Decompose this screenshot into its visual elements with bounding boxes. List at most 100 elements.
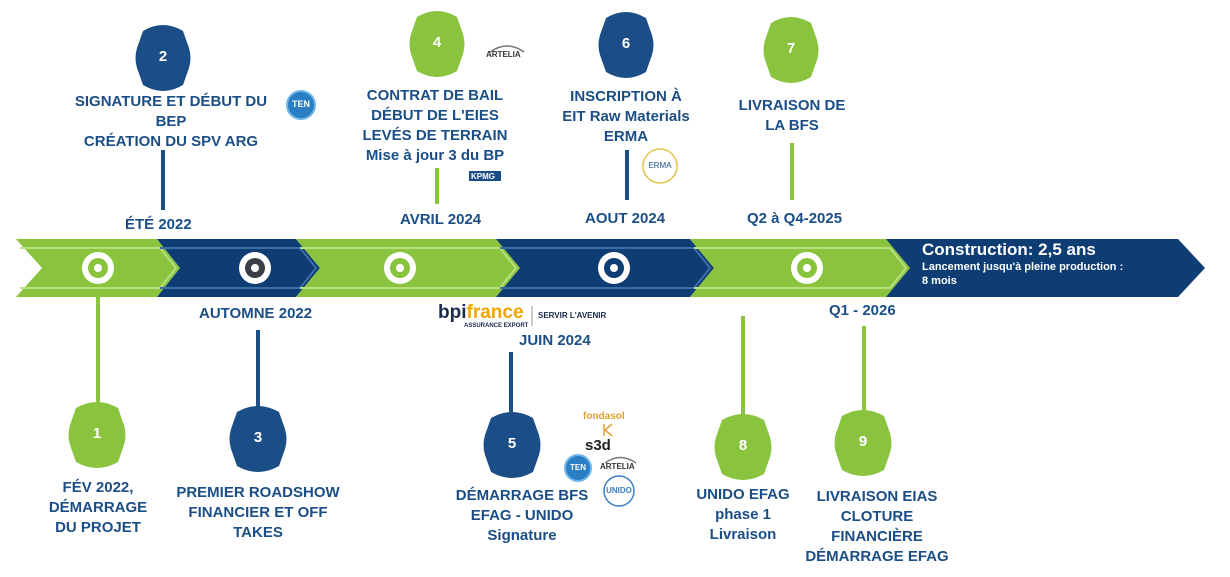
milestone-4-date: AVRIL 2024 (400, 211, 482, 228)
badge-2-number: 2 (158, 48, 168, 65)
milestone-9-line-4: DÉMARRAGE EFAG (805, 548, 949, 565)
milestone-3-line-1: PREMIER ROADSHOW (176, 484, 340, 501)
badge-9 (834, 410, 892, 476)
milestone-5-line-3: Signature (487, 527, 557, 544)
chevron-line-1 (20, 247, 178, 289)
badge-8-number: 8 (738, 437, 748, 454)
construction-title: Construction: 2,5 ans (922, 240, 1096, 259)
construction-line-2: 8 mois (922, 275, 957, 287)
milestone-8-line-3: Livraison (709, 526, 777, 543)
construction-line-1: Lancement jusqu'à pleine production : (922, 261, 1124, 273)
unido-logo-text: UNIDO (606, 486, 632, 495)
milestone-3-line-2: FINANCIER ET OFF (188, 504, 328, 521)
badge-6-number: 6 (621, 35, 631, 52)
ten-logo-text-bottom: TEN (570, 463, 586, 472)
bpifrance-logo-france: france (466, 302, 524, 323)
milestone-1-label: FÉV 2022, DÉMARRAGE DU PROJET (38, 478, 158, 538)
badge-7 (763, 17, 819, 83)
marker-1 (82, 252, 114, 284)
milestone-7-line-2: LA BFS (765, 117, 819, 134)
badge-5-number: 5 (507, 435, 517, 452)
milestone-9-label: LIVRAISON EIAS CLOTURE FINANCIÈRE DÉMARR… (794, 487, 960, 567)
badge-3 (229, 406, 287, 472)
chevron-line-2 (160, 247, 318, 289)
milestone-1-line-1: FÉV 2022, (62, 479, 134, 496)
fondasol-k-mark (603, 423, 613, 437)
milestone-2-line-2: BEP (155, 113, 187, 130)
ten-logo-text-top: TEN (292, 99, 310, 109)
segment-2 (157, 239, 320, 297)
milestone-4-line-3: LEVÉS DE TERRAIN (362, 127, 508, 144)
bpifrance-logo-bpi: bpi (438, 302, 467, 323)
milestone-8-label: UNIDO EFAG phase 1 Livraison (683, 485, 803, 545)
milestone-4-label: CONTRAT DE BAIL DÉBUT DE L'EIES LEVÉS DE… (355, 86, 515, 166)
marker-5 (791, 252, 823, 284)
milestone-7-line-1: LIVRAISON DE (738, 97, 846, 114)
milestone-2-date: ÉTÉ 2022 (125, 216, 192, 233)
badge-9-number: 9 (858, 433, 868, 450)
marker-4 (598, 252, 630, 284)
milestone-9-date: Q1 - 2026 (829, 302, 896, 319)
milestone-2-line-3: CRÉATION DU SPV ARG (83, 133, 259, 150)
badge-1 (68, 402, 126, 468)
milestone-1-line-3: DU PROJET (55, 519, 141, 536)
badge-7-number: 7 (786, 40, 796, 57)
milestone-5-date: JUIN 2024 (519, 332, 591, 349)
milestone-4-line-1: CONTRAT DE BAIL (366, 87, 504, 104)
marker-3 (384, 252, 416, 284)
milestone-3-label: PREMIER ROADSHOW FINANCIER ET OFF TAKES (162, 483, 354, 543)
segment-6 (886, 239, 1205, 297)
chevron-line-5 (694, 247, 908, 289)
artelia-arc-bottom (604, 456, 637, 464)
badge-8 (714, 414, 772, 480)
milestone-3-date: AUTOMNE 2022 (199, 305, 313, 322)
bpifrance-logo: bpifrance (438, 303, 524, 323)
erma-logo-text: ERMA (648, 161, 672, 170)
milestone-6-date: AOUT 2024 (585, 210, 666, 227)
badge-1-number: 1 (92, 425, 102, 442)
milestone-9-line-3: FINANCIÈRE (831, 528, 923, 545)
kpmg-logo: KPMG (471, 172, 495, 181)
badge-4 (409, 11, 465, 77)
milestone-8-line-1: UNIDO EFAG (696, 486, 790, 503)
bpifrance-subtitle: ASSURANCE EXPORT (464, 323, 529, 329)
unido-logo (603, 475, 635, 507)
chevron-line-4 (500, 247, 712, 289)
kpmg-logo-box (469, 171, 501, 181)
milestone-9-line-2: CLOTURE (840, 508, 914, 525)
milestone-4-line-2: DÉBUT DE L'EIES (371, 107, 499, 124)
fondasol-logo: fondasol (583, 411, 625, 422)
milestone-6-label: INSCRIPTION À EIT Raw Materials ERMA (548, 87, 704, 147)
chevron-line-3 (300, 247, 518, 289)
milestone-5-line-1: DÉMARRAGE BFS (455, 487, 589, 504)
milestone-1-line-2: DÉMARRAGE (48, 499, 148, 516)
milestone-4-line-4: Mise à jour 3 du BP (365, 147, 505, 164)
artelia-logo-top: ARTELIA (486, 50, 521, 59)
artelia-logo-bottom: ARTELIA (600, 462, 635, 471)
milestone-9-line-1: LIVRAISON EIAS (816, 488, 938, 505)
milestone-2-line-1: SIGNATURE ET DÉBUT DU (74, 93, 268, 110)
badge-5 (483, 412, 541, 478)
marker-2 (239, 252, 271, 284)
milestone-8-line-2: phase 1 (715, 506, 771, 523)
badge-3-number: 3 (253, 429, 263, 446)
milestone-6-line-2: EIT Raw Materials (562, 108, 690, 125)
badge-2 (135, 25, 191, 91)
milestone-7-date: Q2 à Q4-2025 (747, 210, 843, 227)
milestone-5-label: DÉMARRAGE BFS EFAG - UNIDO Signature (444, 486, 600, 546)
artelia-arc-top (489, 45, 525, 53)
milestone-5-line-2: EFAG - UNIDO (470, 507, 574, 524)
erma-logo (642, 148, 678, 184)
milestone-7-label: LIVRAISON DE LA BFS (724, 96, 860, 136)
badge-4-number: 4 (432, 34, 442, 51)
milestone-3-line-3: TAKES (233, 524, 283, 541)
milestone-2-label: SIGNATURE ET DÉBUT DU BEP CRÉATION DU SP… (63, 92, 279, 152)
s3d-logo: s3d (585, 437, 611, 454)
badge-6 (598, 12, 654, 78)
ten-logo-bottom (564, 454, 592, 482)
milestone-6-line-3: ERMA (603, 128, 649, 145)
ten-logo-top (286, 90, 316, 120)
construction-block: Construction: 2,5 ans Lancement jusqu'à … (922, 240, 1123, 288)
milestone-6-line-1: INSCRIPTION À (570, 88, 682, 105)
